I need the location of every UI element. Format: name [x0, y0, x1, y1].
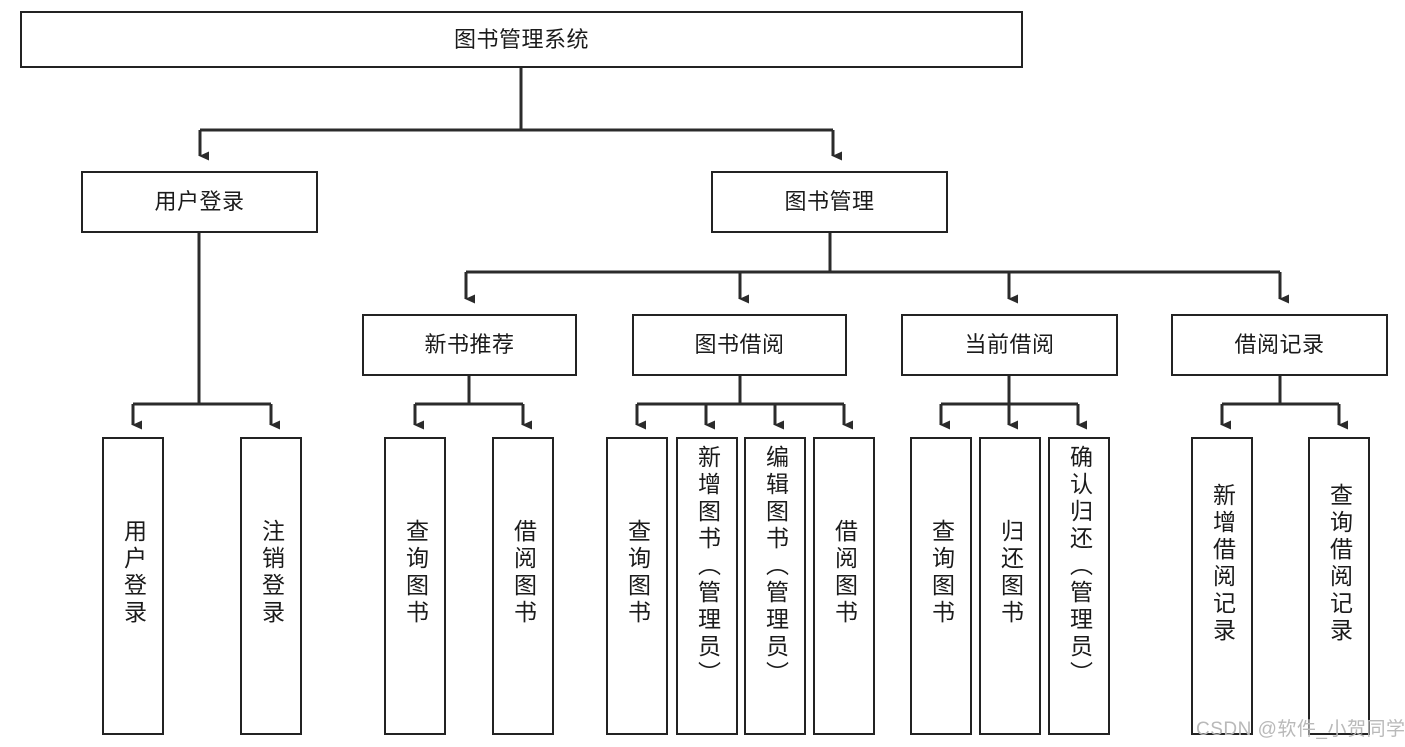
node-label: 用户登录 [154, 189, 245, 215]
node-label: 确认归还（管理员） [1066, 445, 1093, 688]
node-label: 用户登录 [120, 519, 147, 627]
node-label: 借阅图书 [831, 519, 858, 627]
leaf-add-record[interactable]: 新增借阅记录 [1191, 437, 1253, 735]
leaf-query-book-3[interactable]: 查询图书 [910, 437, 972, 735]
node-label: 查询借阅记录 [1326, 483, 1353, 645]
node-label: 注销登录 [258, 519, 285, 627]
leaf-confirm-return[interactable]: 确认归还（管理员） [1048, 437, 1110, 735]
node-label: 新增借阅记录 [1209, 483, 1236, 645]
node-label: 编辑图书（管理员） [762, 445, 789, 688]
leaf-query-record[interactable]: 查询借阅记录 [1308, 437, 1370, 735]
node-label: 图书管理系统 [453, 26, 589, 52]
node-label: 查询图书 [928, 519, 955, 627]
node-book-manage[interactable]: 图书管理 [711, 171, 948, 233]
node-label: 归还图书 [997, 519, 1024, 627]
node-book-borrow[interactable]: 图书借阅 [632, 314, 847, 376]
leaf-edit-book[interactable]: 编辑图书（管理员） [744, 437, 806, 735]
node-label: 当前借阅 [964, 332, 1055, 358]
leaf-logout[interactable]: 注销登录 [240, 437, 302, 735]
node-label: 新书推荐 [424, 332, 515, 358]
node-label: 借阅图书 [510, 519, 537, 627]
leaf-borrow-book-1[interactable]: 借阅图书 [492, 437, 554, 735]
node-borrow-record[interactable]: 借阅记录 [1171, 314, 1388, 376]
leaf-borrow-book-2[interactable]: 借阅图书 [813, 437, 875, 735]
leaf-return-book[interactable]: 归还图书 [979, 437, 1041, 735]
node-root-book-management-system[interactable]: 图书管理系统 [20, 11, 1023, 68]
node-new-book-recommend[interactable]: 新书推荐 [362, 314, 577, 376]
node-label: 借阅记录 [1234, 332, 1325, 358]
leaf-user-login[interactable]: 用户登录 [102, 437, 164, 735]
node-user-login[interactable]: 用户登录 [81, 171, 318, 233]
node-current-borrow[interactable]: 当前借阅 [901, 314, 1118, 376]
leaf-query-book-2[interactable]: 查询图书 [606, 437, 668, 735]
node-label: 查询图书 [402, 519, 429, 627]
node-label: 图书借阅 [694, 332, 785, 358]
node-label: 新增图书（管理员） [694, 445, 721, 688]
node-label: 查询图书 [624, 519, 651, 627]
leaf-add-book[interactable]: 新增图书（管理员） [676, 437, 738, 735]
node-label: 图书管理 [784, 189, 875, 215]
watermark-text: CSDN @软件_小贺同学 [1196, 719, 1405, 740]
leaf-query-book-1[interactable]: 查询图书 [384, 437, 446, 735]
csdn-watermark: CSDN @软件_小贺同学 [1196, 714, 1405, 741]
